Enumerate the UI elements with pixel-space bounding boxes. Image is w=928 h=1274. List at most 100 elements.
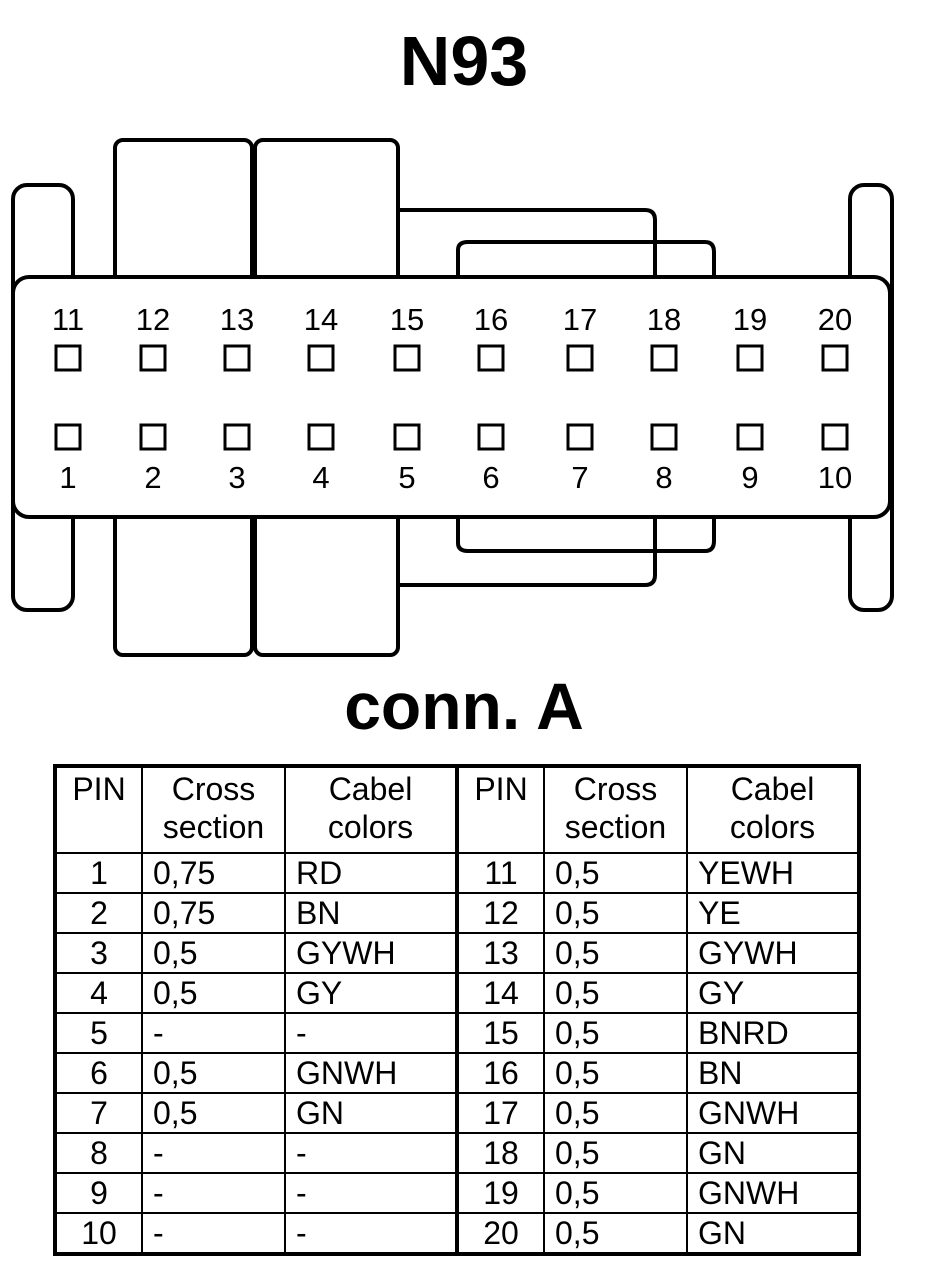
pin-number-label: 8 xyxy=(655,460,672,495)
pin-cell: 6 xyxy=(54,1052,143,1094)
pin-socket xyxy=(393,344,421,372)
pin-cell: 14 xyxy=(455,972,545,1014)
pin-number-label: 3 xyxy=(228,460,245,495)
pin-cell: 15 xyxy=(455,1012,545,1054)
diagram-title: N93 xyxy=(399,22,529,100)
pin-socket xyxy=(307,423,335,451)
top-block-2 xyxy=(253,138,400,292)
header-pin: PIN xyxy=(54,765,143,854)
cable-color-cell: - xyxy=(284,1212,458,1255)
pin-cell: 8 xyxy=(54,1132,143,1174)
pin-number-label: 6 xyxy=(482,460,499,495)
bottom-block-1 xyxy=(113,503,254,657)
pin-cell: 12 xyxy=(455,892,545,934)
pin-cell: 10 xyxy=(54,1212,143,1255)
cable-color-cell: GNWH xyxy=(284,1052,458,1094)
top-block-1 xyxy=(113,138,254,292)
cross-section-cell: - xyxy=(141,1012,286,1054)
pin-number-label: 4 xyxy=(312,460,329,495)
pin-number-label: 19 xyxy=(733,302,767,337)
cross-section-cell: 0,5 xyxy=(543,932,688,974)
pin-cell: 19 xyxy=(455,1172,545,1214)
pin-number-label: 10 xyxy=(818,460,852,495)
pin-socket xyxy=(650,423,678,451)
top-rear-step-2 xyxy=(456,240,716,280)
pin-number-label: 11 xyxy=(52,302,84,337)
pin-socket xyxy=(393,423,421,451)
pin-cell: 20 xyxy=(455,1212,545,1255)
cable-color-cell: GYWH xyxy=(686,932,860,974)
cross-section-cell: 0,5 xyxy=(543,892,688,934)
cable-color-cell: - xyxy=(284,1172,458,1214)
cable-color-cell: GNWH xyxy=(686,1092,860,1134)
header-pin: PIN xyxy=(455,765,545,854)
pin-cell: 1 xyxy=(54,852,143,894)
cross-section-cell: 0,5 xyxy=(543,1212,688,1255)
pin-socket xyxy=(821,344,849,372)
cross-section-cell: 0,5 xyxy=(543,1092,688,1134)
pin-number-label: 13 xyxy=(220,302,254,337)
pin-cell: 13 xyxy=(455,932,545,974)
cross-section-cell: 0,5 xyxy=(543,1012,688,1054)
cross-section-cell: 0,75 xyxy=(141,852,286,894)
pin-number-label: 18 xyxy=(647,302,681,337)
pin-number-label: 16 xyxy=(474,302,508,337)
pin-number-label: 20 xyxy=(818,302,852,337)
cross-section-cell: - xyxy=(141,1172,286,1214)
connector-label: conn. A xyxy=(344,669,584,743)
pin-socket xyxy=(821,423,849,451)
cable-color-cell: - xyxy=(284,1132,458,1174)
pin-socket xyxy=(566,423,594,451)
pin-number-label: 2 xyxy=(144,460,161,495)
cable-color-cell: GY xyxy=(284,972,458,1014)
cable-color-cell: - xyxy=(284,1012,458,1054)
pin-cell: 4 xyxy=(54,972,143,1014)
cross-section-cell: - xyxy=(141,1132,286,1174)
cross-section-cell: 0,5 xyxy=(543,1172,688,1214)
cable-color-cell: YE xyxy=(686,892,860,934)
bottom-rear-step-2 xyxy=(456,515,716,553)
pin-number-label: 14 xyxy=(304,302,338,337)
pin-cell: 11 xyxy=(455,852,545,894)
cross-section-cell: - xyxy=(141,1212,286,1255)
cable-color-cell: YEWH xyxy=(686,852,860,894)
top-rear-step xyxy=(395,208,657,280)
cross-section-cell: 0,5 xyxy=(141,932,286,974)
pin-socket xyxy=(736,423,764,451)
bottom-block-2 xyxy=(253,503,400,657)
cross-section-cell: 0,5 xyxy=(543,972,688,1014)
pin-socket xyxy=(139,423,167,451)
pin-cell: 5 xyxy=(54,1012,143,1054)
cable-color-cell: GN xyxy=(686,1212,860,1255)
pin-socket xyxy=(139,344,167,372)
pin-socket xyxy=(566,344,594,372)
pin-number-label: 12 xyxy=(136,302,170,337)
cross-section-cell: 0,75 xyxy=(141,892,286,934)
pin-socket xyxy=(54,344,82,372)
cable-color-cell: GYWH xyxy=(284,932,458,974)
pin-cell: 18 xyxy=(455,1132,545,1174)
pin-socket xyxy=(223,423,251,451)
connector-body xyxy=(11,275,892,519)
cross-section-cell: 0,5 xyxy=(141,972,286,1014)
cable-color-cell: BN xyxy=(284,892,458,934)
pin-cell: 9 xyxy=(54,1172,143,1214)
cross-section-cell: 0,5 xyxy=(543,852,688,894)
pin-socket xyxy=(307,344,335,372)
cross-section-cell: 0,5 xyxy=(141,1052,286,1094)
